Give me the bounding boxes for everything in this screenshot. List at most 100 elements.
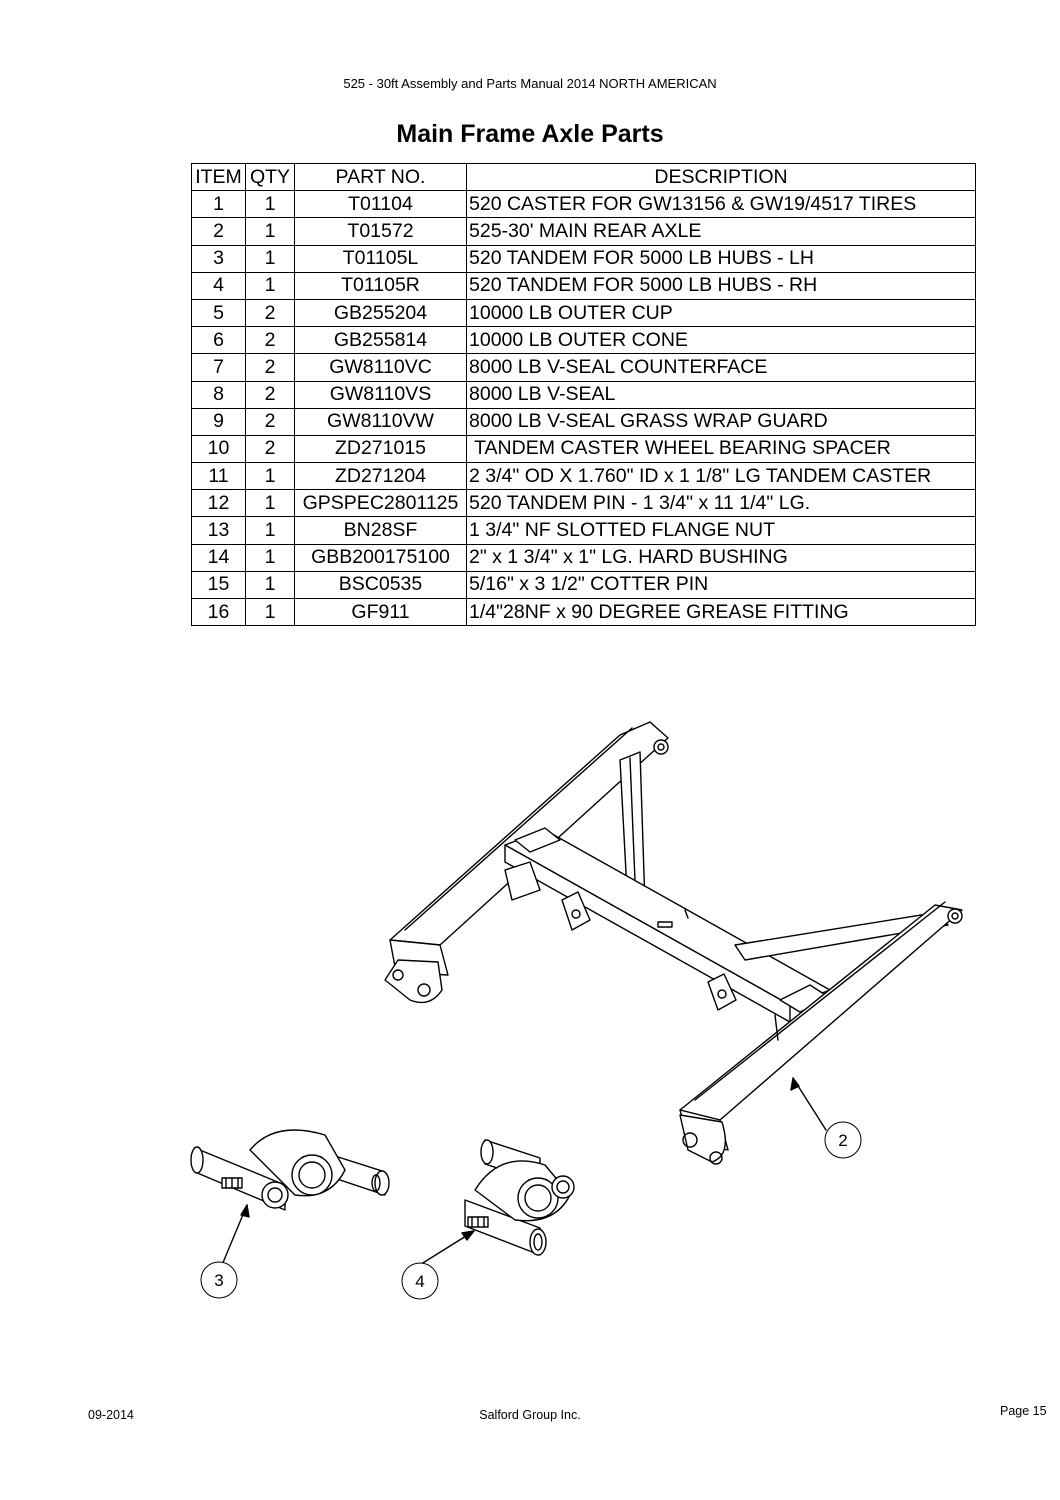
column-header-description: DESCRIPTION [466, 162, 976, 192]
description-cell: 520 TANDEM PIN - 1 3/4" x 11 1/4" LG. [466, 489, 976, 518]
part-no-cell: T01105R [294, 271, 467, 300]
parts-table-header: ITEM QTY PART NO. DESCRIPTION [191, 162, 976, 192]
description-cell: 8000 LB V-SEAL GRASS WRAP GUARD [466, 407, 976, 436]
description-cell: 520 TANDEM FOR 5000 LB HUBS - LH [466, 244, 976, 273]
footer-page-number: Page 15 [1000, 1404, 1047, 1418]
part-no-cell: T01572 [294, 217, 467, 246]
qty-cell: 1 [245, 489, 295, 518]
qty-cell: 2 [245, 380, 295, 409]
item-cell: 1 [191, 190, 246, 219]
qty-cell: 1 [245, 244, 295, 273]
item-cell: 9 [191, 407, 246, 436]
description-cell: 1/4"28NF x 90 DEGREE GREASE FITTING [466, 597, 976, 627]
description-cell: 525-30' MAIN REAR AXLE [466, 217, 976, 246]
description-cell: 2" x 1 3/4" x 1" LG. HARD BUSHING [466, 543, 976, 572]
description-cell: 520 CASTER FOR GW13156 & GW19/4517 TIRES [466, 190, 976, 219]
callout-leaders [221, 1077, 827, 1267]
qty-cell: 2 [245, 434, 295, 464]
qty-cell: 1 [245, 543, 295, 572]
item-cell: 10 [191, 434, 246, 464]
item-cell: 5 [191, 298, 246, 328]
column-header-item: ITEM [191, 162, 246, 192]
callout-2: 2 [824, 1121, 862, 1159]
description-cell: 10000 LB OUTER CUP [466, 298, 976, 328]
callout-3: 3 [200, 1261, 238, 1299]
description-cell: 1 3/4" NF SLOTTED FLANGE NUT [466, 516, 976, 545]
description-cell: 10000 LB OUTER CONE [466, 326, 976, 355]
part-no-cell: GF911 [294, 597, 467, 627]
part-no-cell: GB255204 [294, 298, 467, 328]
page-header: 525 - 30ft Assembly and Parts Manual 201… [343, 76, 717, 91]
description-cell: 520 TANDEM FOR 5000 LB HUBS - RH [466, 271, 976, 300]
qty-cell: 2 [245, 298, 295, 328]
part-no-cell: BN28SF [294, 516, 467, 545]
item-cell: 12 [191, 489, 246, 518]
part-no-cell: BSC0535 [294, 570, 467, 600]
description-cell: 5/16" x 3 1/2" COTTER PIN [466, 570, 976, 600]
qty-cell: 1 [245, 516, 295, 545]
description-cell: 8000 LB V-SEAL COUNTERFACE [466, 353, 976, 382]
tandem-rh-drawing [464, 1139, 575, 1256]
page-title: Main Frame Axle Parts [396, 120, 664, 148]
item-cell: 16 [191, 597, 246, 627]
footer-date: 09-2014 [88, 1408, 134, 1422]
part-no-cell: GW8110VW [294, 407, 467, 436]
qty-cell: 1 [245, 462, 295, 491]
column-header-qty: QTY [245, 162, 295, 192]
qty-cell: 1 [245, 570, 295, 600]
part-no-cell: GPSPEC2801125 [294, 489, 467, 518]
callout-4: 4 [401, 1262, 439, 1300]
description-cell: 2 3/4" OD X 1.760" ID x 1 1/8" LG TANDEM… [466, 462, 976, 491]
part-no-cell: GW8110VS [294, 380, 467, 409]
description-cell: 8000 LB V-SEAL [466, 380, 976, 409]
qty-cell: 2 [245, 326, 295, 355]
callout-3-label: 3 [214, 1271, 223, 1290]
item-cell: 8 [191, 380, 246, 409]
qty-cell: 1 [245, 190, 295, 219]
part-no-cell: GB255814 [294, 326, 467, 355]
part-no-cell: T01104 [294, 190, 467, 219]
item-cell: 2 [191, 217, 246, 246]
callout-4-label: 4 [415, 1272, 424, 1291]
part-no-cell: ZD271204 [294, 462, 467, 491]
main-frame-drawing [384, 721, 963, 1165]
part-no-cell: T01105L [294, 244, 467, 273]
axle-assembly-drawing: 2 3 4 [190, 721, 963, 1300]
item-cell: 15 [191, 570, 246, 600]
qty-cell: 2 [245, 407, 295, 436]
item-cell: 11 [191, 462, 246, 491]
item-cell: 7 [191, 353, 246, 382]
item-cell: 3 [191, 244, 246, 273]
qty-cell: 1 [245, 217, 295, 246]
description-cell: TANDEM CASTER WHEEL BEARING SPACER [466, 434, 976, 464]
footer-company: Salford Group Inc. [479, 1408, 581, 1422]
part-no-cell: GBB200175100 [294, 543, 467, 572]
tandem-lh-drawing [190, 1129, 390, 1211]
callout-2-label: 2 [838, 1131, 847, 1150]
item-cell: 14 [191, 543, 246, 572]
item-cell: 13 [191, 516, 246, 545]
item-cell: 4 [191, 271, 246, 300]
column-header-part-no: PART NO. [294, 162, 467, 192]
part-no-cell: GW8110VC [294, 353, 467, 382]
qty-cell: 2 [245, 353, 295, 382]
item-cell: 6 [191, 326, 246, 355]
qty-cell: 1 [245, 597, 295, 627]
